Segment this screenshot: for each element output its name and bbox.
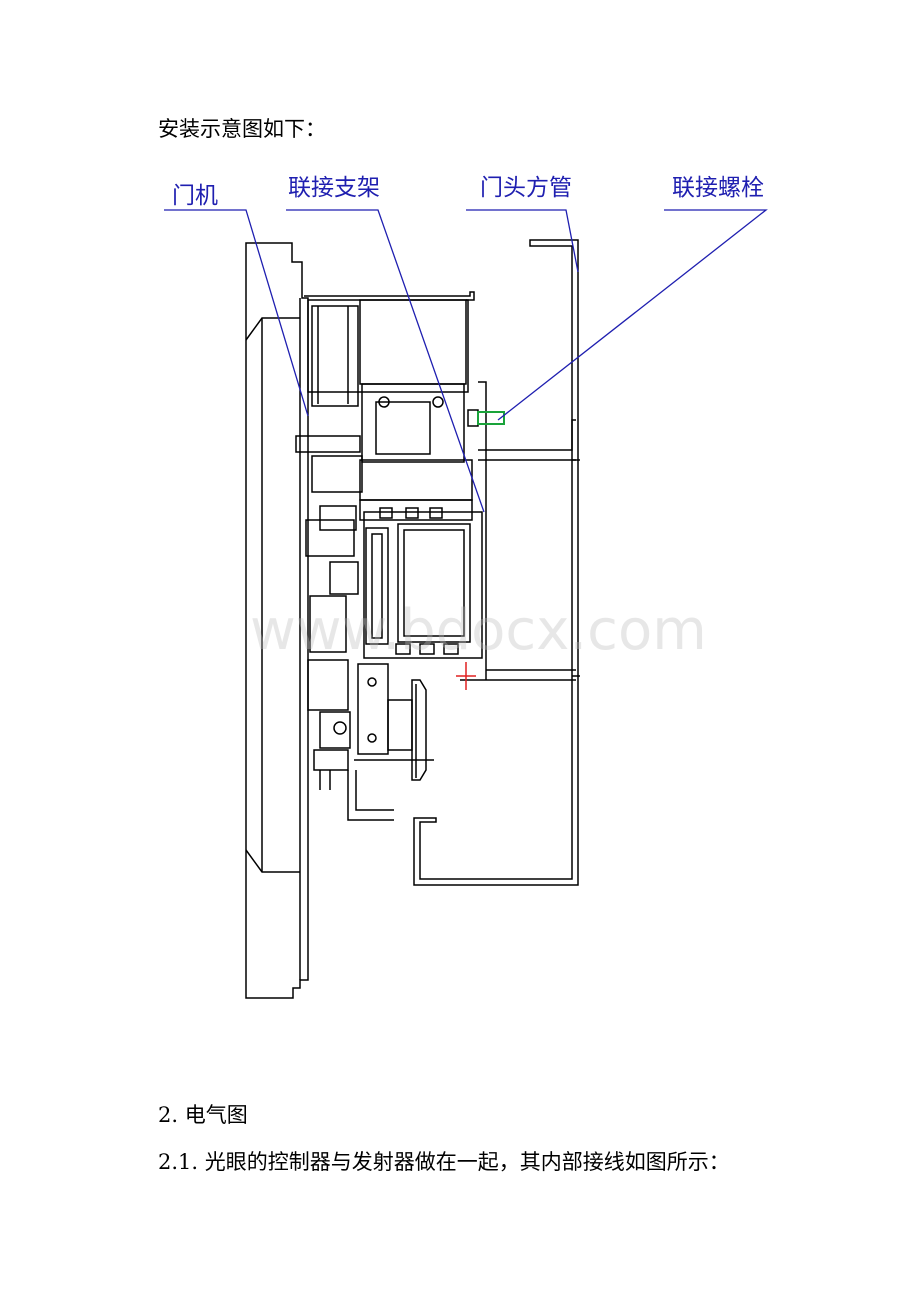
bolt-icon: [467, 409, 505, 427]
label-bolt: 联接螺栓: [672, 175, 764, 201]
section-heading-2: 2. 电气图: [158, 1103, 248, 1127]
door-machine-block: [295, 291, 475, 790]
label-door-machine: 门机: [172, 183, 218, 209]
header-tube: [413, 239, 580, 886]
label-header-tube: 门头方管: [480, 175, 572, 201]
bracket-profile: [363, 381, 576, 681]
door-cover: [245, 242, 309, 999]
callout-lines: [164, 209, 768, 513]
label-bracket: 联接支架: [288, 175, 380, 201]
watermark: www.bdocx.com: [250, 598, 707, 663]
section-heading-2-1: 2.1. 光眼的控制器与发射器做在一起，其内部接线如图所示：: [158, 1150, 730, 1174]
intro-text: 安装示意图如下：: [158, 117, 326, 141]
pulley-assembly: [347, 663, 434, 821]
marker-icon: [456, 662, 476, 690]
